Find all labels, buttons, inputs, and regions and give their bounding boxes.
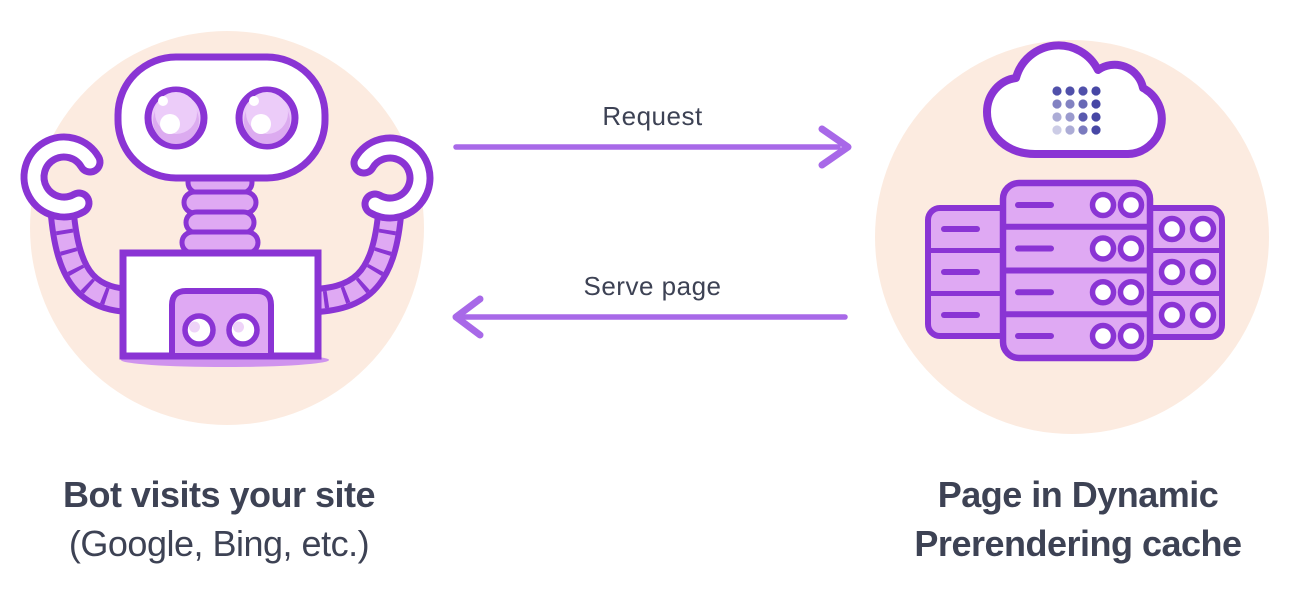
serve-page-arrow bbox=[452, 295, 848, 339]
robot-head bbox=[114, 53, 329, 182]
robot-left-hand bbox=[20, 133, 104, 221]
cloud-dot-grid-icon bbox=[1052, 86, 1101, 135]
bot-caption-line2: (Google, Bing, etc.) bbox=[68, 523, 370, 564]
robot-body bbox=[119, 249, 322, 360]
server-stack-center bbox=[999, 179, 1154, 362]
request-arrow bbox=[453, 125, 852, 169]
robot-icon bbox=[20, 31, 434, 425]
serve-page-flow-label: Serve page bbox=[583, 271, 722, 301]
arrow-head-left-icon bbox=[452, 295, 484, 339]
bot-caption: Bot visits your site (Google, Bing, etc.… bbox=[19, 470, 419, 568]
robot-right-hand bbox=[350, 134, 434, 222]
cache-caption-line2: Prerendering cache bbox=[914, 523, 1242, 564]
robot-left-eye bbox=[144, 86, 208, 150]
cloud-icon bbox=[983, 41, 1166, 158]
cloud-server-icon bbox=[875, 40, 1269, 434]
arrow-head-right-icon bbox=[818, 125, 852, 169]
server-stack-right bbox=[1133, 205, 1225, 340]
robot-neck bbox=[179, 169, 261, 256]
request-flow-label: Request bbox=[602, 101, 703, 131]
bot-caption-line1: Bot visits your site bbox=[62, 474, 376, 515]
cache-caption: Page in Dynamic Prerendering cache bbox=[878, 470, 1278, 568]
robot-right-eye bbox=[235, 86, 299, 150]
cache-caption-line1: Page in Dynamic bbox=[937, 474, 1219, 515]
